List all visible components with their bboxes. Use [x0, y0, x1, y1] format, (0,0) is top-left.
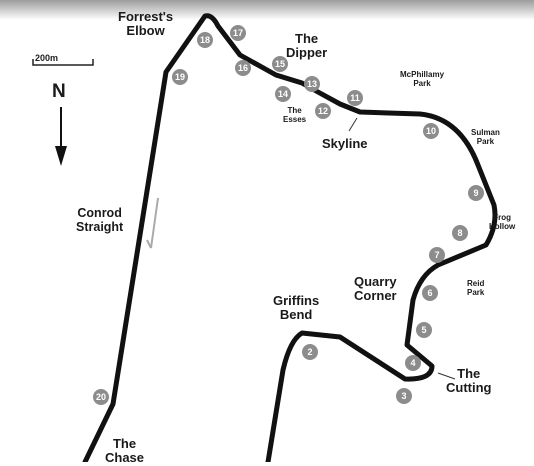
svg-text:18: 18 [200, 35, 210, 45]
svg-text:13: 13 [307, 79, 317, 89]
turn-10-marker: 10 [423, 123, 439, 139]
north-arrow-head [55, 146, 67, 166]
scale-label: 200m [35, 53, 59, 63]
corner-sulman-park: Sulman Park [471, 128, 500, 146]
svg-text:4: 4 [410, 358, 415, 368]
svg-text:14: 14 [278, 89, 288, 99]
turn-3-marker: 3 [396, 388, 412, 404]
corner-conrod-straight: Conrod Straight [76, 206, 124, 234]
turn-5-marker: 5 [416, 322, 432, 338]
turn-19-marker: 19 [172, 69, 188, 85]
cutting-leader [437, 372, 456, 380]
svg-text:8: 8 [457, 228, 462, 238]
svg-text:2: 2 [307, 347, 312, 357]
svg-text:9: 9 [473, 188, 478, 198]
svg-text:11: 11 [350, 93, 360, 103]
corner-the-cutting: The Cutting [446, 366, 492, 396]
turn-12-marker: 12 [315, 103, 331, 119]
svg-text:6: 6 [427, 288, 432, 298]
corner-griffins-bend: Griffins Bend [273, 293, 320, 323]
turn-16-marker: 16 [235, 60, 251, 76]
direction-arrow [146, 197, 159, 249]
turn-6-marker: 6 [422, 285, 438, 301]
corner-the-dipper: The Dipper [286, 31, 328, 61]
turn-17-marker: 17 [230, 25, 246, 41]
svg-text:7: 7 [434, 250, 439, 260]
svg-text:17: 17 [233, 28, 243, 38]
top-shade [0, 0, 534, 20]
corner-reid-park: Reid Park [467, 279, 485, 297]
svg-text:16: 16 [238, 63, 248, 73]
turn-markers: 2 3 4 5 6 7 8 9 10 11 12 13 14 15 16 17 … [93, 25, 484, 405]
turn-9-marker: 9 [468, 185, 484, 201]
svg-text:19: 19 [175, 72, 185, 82]
svg-text:20: 20 [96, 392, 106, 402]
turn-2-marker: 2 [302, 344, 318, 360]
svg-text:3: 3 [401, 391, 406, 401]
turn-8-marker: 8 [452, 225, 468, 241]
turn-20-marker: 20 [93, 389, 109, 405]
turn-18-marker: 18 [197, 32, 213, 48]
turn-7-marker: 7 [429, 247, 445, 263]
corner-mcphillamy-park: McPhillamy Park [400, 70, 445, 88]
svg-text:12: 12 [318, 106, 328, 116]
corner-frog-hollow: Frog Hollow [489, 213, 516, 231]
corner-forrests-elbow: Forrest's Elbow [118, 9, 174, 39]
turn-13-marker: 13 [304, 76, 320, 92]
turn-14-marker: 14 [275, 86, 291, 102]
svg-text:5: 5 [421, 325, 426, 335]
track-line [82, 13, 498, 462]
svg-text:15: 15 [275, 59, 285, 69]
svg-text:10: 10 [426, 126, 436, 136]
skyline-leader [348, 117, 358, 132]
corner-skyline: Skyline [322, 136, 368, 151]
corner-the-esses: The Esses [283, 106, 307, 124]
corner-the-chase: The Chase [105, 436, 145, 466]
turn-4-marker: 4 [405, 355, 421, 371]
turn-15-marker: 15 [272, 56, 288, 72]
turn-11-marker: 11 [347, 90, 363, 106]
corner-quarry-corner: Quarry Corner [354, 274, 397, 304]
north-label: N [52, 81, 66, 102]
scale-bar [32, 59, 94, 66]
